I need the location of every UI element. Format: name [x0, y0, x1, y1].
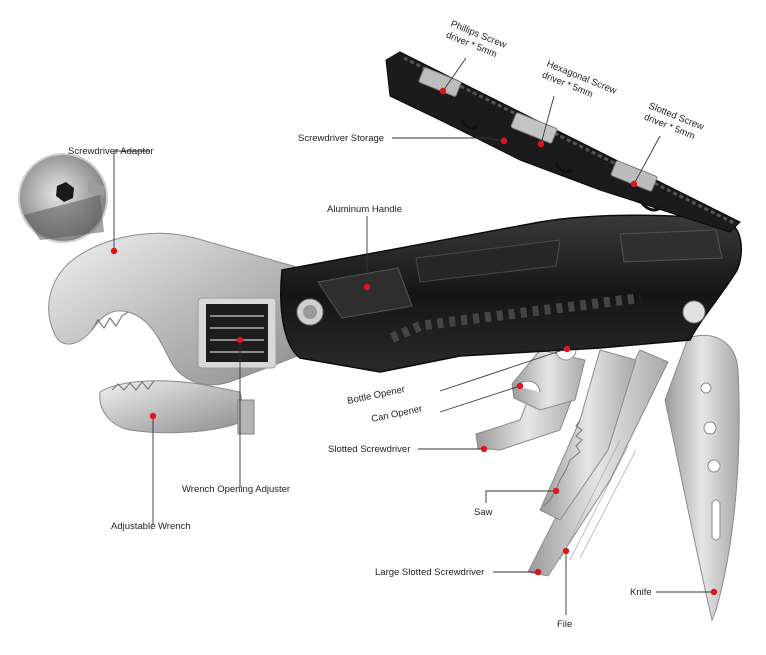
dot-hexagonal: [537, 140, 545, 148]
label-saw: Saw: [474, 507, 493, 518]
label-screwdriver-adaptor: Screwdriver Adaptor: [68, 146, 154, 157]
marker-dots: [110, 87, 718, 596]
label-adjustable-wrench: Adjustable Wrench: [111, 521, 191, 532]
dot-phillips: [439, 87, 447, 95]
label-can-opener: Can Opener: [370, 403, 423, 425]
label-aluminum-handle: Aluminum Handle: [327, 204, 402, 215]
dot-screwdriver-storage: [500, 137, 508, 145]
dot-screwdriver-adaptor: [110, 247, 118, 255]
dot-can-opener: [516, 382, 524, 390]
dot-slotted: [630, 180, 638, 188]
dot-saw: [552, 487, 560, 495]
dot-slotted-screwdriver: [480, 445, 488, 453]
dot-large-slotted-screwdriver: [534, 568, 542, 576]
label-bottle-opener: Bottle Opener: [346, 384, 406, 407]
label-slotted-group: Slotted Screw driver * 5mm: [642, 101, 705, 143]
label-bottle-opener-group: Bottle Opener: [346, 384, 406, 407]
dot-aluminum-handle: [363, 283, 371, 291]
label-large-slotted-screwdriver: Large Slotted Screwdriver: [375, 567, 484, 578]
label-wrench-opening-adjuster: Wrench Opening Adjuster: [182, 484, 290, 495]
screwdriver-storage: [385, 51, 741, 233]
label-screwdriver-storage: Screwdriver Storage: [298, 133, 384, 144]
dot-adjustable-wrench: [149, 412, 157, 420]
label-phillips-group: Phillips Screw driver * 5mm: [444, 19, 508, 61]
dot-knife: [710, 588, 718, 596]
knife-blade: [664, 334, 740, 622]
wrench-head: [48, 232, 301, 435]
leader-lines: [113, 57, 714, 615]
aluminum-handle: [280, 214, 742, 373]
screwdriver-adaptor-inset: [18, 153, 108, 243]
label-file: File: [557, 619, 572, 630]
label-knife: Knife: [630, 587, 652, 598]
label-hexagonal-group: Hexagonal Screw driver * 5mm: [540, 59, 618, 101]
dot-wrench-opening-adjuster: [236, 336, 244, 344]
dot-bottle-opener: [563, 345, 571, 353]
dot-file: [562, 547, 570, 555]
label-can-opener-group: Can Opener: [370, 403, 423, 425]
label-slotted-screwdriver: Slotted Screwdriver: [328, 444, 410, 455]
